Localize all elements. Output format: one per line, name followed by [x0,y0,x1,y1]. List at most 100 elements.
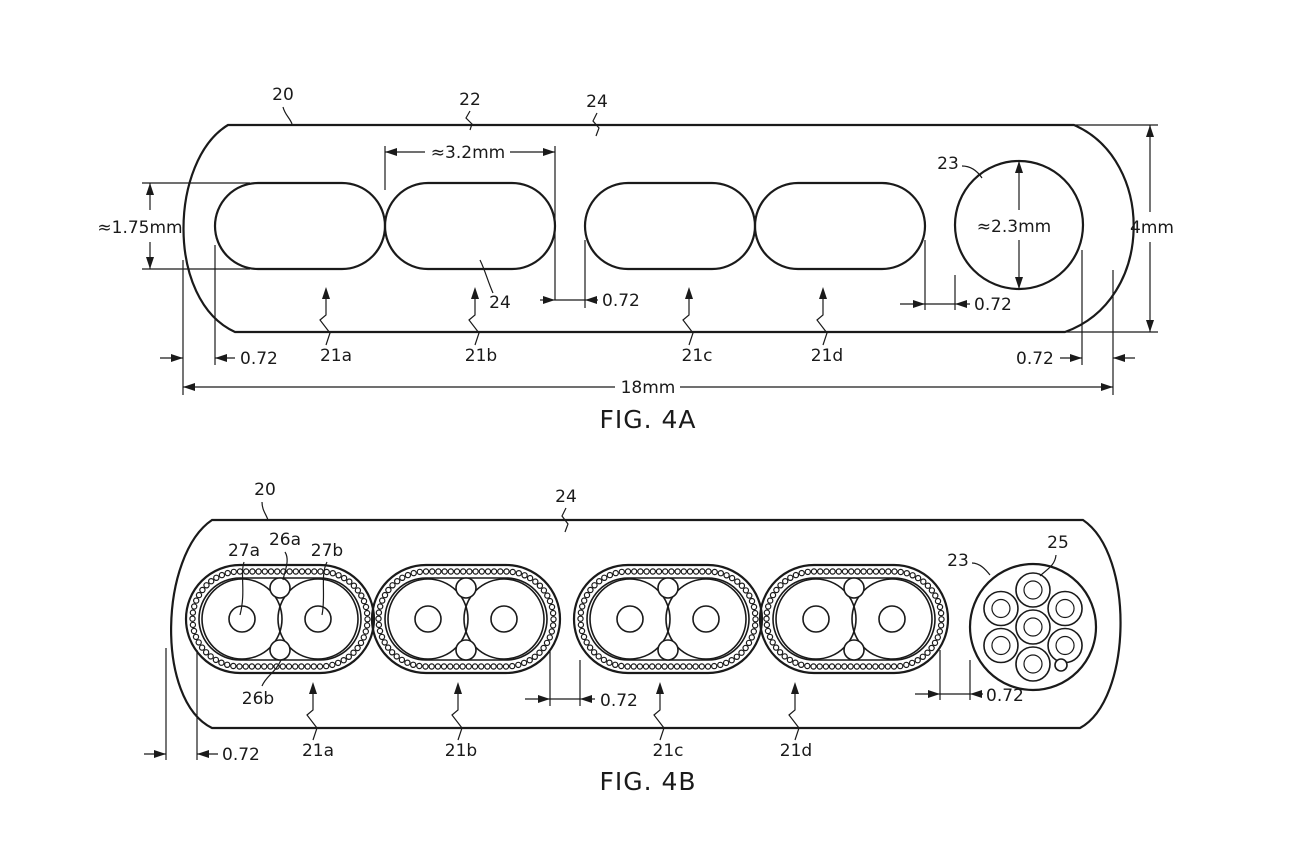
braid-strand [798,569,805,577]
braid-strand [358,592,365,599]
braid-strand [203,582,210,589]
dimension-lumen-height: ≈1.75mm [97,182,250,270]
braid-strand [738,582,746,589]
braid-strand [189,621,197,629]
caption-fig-4b: FIG. 4B [599,767,696,796]
fiber [1015,609,1051,645]
braid-strand [410,661,417,669]
braid-strand [363,609,371,617]
braid-strand [198,644,206,651]
braid-strand [230,662,237,670]
filler-bottom [843,639,865,661]
braid-strand [434,663,442,670]
dimension-gap-d-round-4a: 0.72 [900,240,1012,315]
braid-strand [267,663,274,670]
conductor-core [490,605,518,633]
braid-outer [758,563,950,675]
ref-20-4b: 20 [254,480,276,500]
conductor-core [304,605,332,633]
braid-strand [885,568,892,575]
braid-strand [903,661,910,669]
braid-strand [192,633,200,641]
dimension-left-margin-4b: 0.72 [144,648,260,765]
braid-strand [540,587,548,594]
braid-strand [389,582,396,589]
braid-strand [242,663,249,670]
braid-strand [583,591,591,599]
braid-strand [810,568,818,575]
braid-strand [919,653,927,661]
braid-strand [786,656,794,664]
braid-strand [354,644,361,652]
braid-strand [532,578,539,585]
braid-strand [267,568,275,575]
braided-lumen-21c [572,563,764,675]
braid-strand [398,656,406,664]
braid-strand [717,570,725,577]
ref-21c-4a-leader [682,287,694,346]
braid-strand [769,639,776,646]
filler-small [1054,658,1068,672]
braid-strand [733,653,741,661]
ref-27b: 27b [311,541,343,561]
braid-strand [579,603,586,610]
round-bundle-23 [968,562,1098,692]
braid-strand [936,603,944,611]
dimension-round-diameter: ≈2.3mm [977,161,1051,289]
ref-26b: 26b [242,689,274,709]
braid-strand [520,659,528,667]
braid-strand [884,663,892,670]
braid-strand [606,659,613,666]
braid-strand [924,649,931,656]
dimension-gap-bc-4a: 0.72 [540,240,640,311]
braid-strand [680,663,687,670]
braid-strand [202,649,210,656]
braid-strand [385,586,392,594]
braid-strand [207,653,214,660]
braid-strand [223,661,231,669]
braid-strand [841,568,849,575]
braid-strand [292,663,299,670]
braid-strand [680,568,688,575]
braid-strand [546,634,554,641]
braid-strand [404,571,412,579]
braid-strand [750,603,758,611]
braid-strand [829,568,836,575]
braid-strand [866,568,874,575]
braid-strand [465,663,472,670]
ref-21a-4b-leader [306,682,318,741]
braid-strand [928,644,935,652]
braid-strand [280,568,287,575]
lumen-21a [213,181,387,271]
filler-bottom [455,639,477,661]
braid-strand [189,609,197,616]
braid-strand [631,568,638,575]
dimension-total-height: 4mm [1065,124,1174,333]
braid-strand [662,568,669,575]
filler-top [843,577,865,599]
braid-strand [224,569,231,577]
conductor-core [616,605,644,633]
lumen-21b [383,181,557,271]
braid-strand [536,649,543,656]
filler-bottom [269,639,291,661]
braid-strand [776,649,784,656]
conductor-left [775,578,857,660]
dimension-gap-d-round-4b: 0.72 [915,650,1024,706]
braid-strand [350,582,358,589]
braided-lumen-21a [184,563,376,675]
braid-strand [618,662,625,670]
ref-21d-4b-leader [788,682,800,741]
braid-strand [606,571,614,579]
ref-26a: 26a [269,530,301,550]
braid-strand [199,586,206,594]
conductor-right [665,578,747,660]
braid-strand [667,663,675,670]
braid-strand [931,639,939,647]
braid-strand [612,569,619,577]
braid-strand [661,663,668,670]
braid-strand [509,662,516,670]
braid-strand [745,639,753,647]
braid-strand [618,568,626,576]
braid-strand [655,663,662,670]
